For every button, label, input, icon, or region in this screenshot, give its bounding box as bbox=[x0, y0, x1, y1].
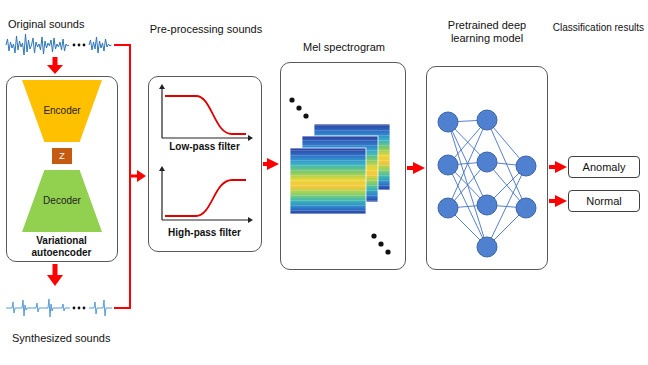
flow-arrow bbox=[53, 264, 58, 276]
result-box: Anomaly bbox=[568, 156, 640, 178]
box-heading: Mel spectrogram bbox=[264, 41, 424, 54]
filter-curve bbox=[165, 96, 246, 134]
waveform bbox=[6, 34, 69, 55]
result-box: Normal bbox=[568, 190, 640, 212]
ellipsis-dot bbox=[83, 307, 86, 310]
ellipsis-dot bbox=[78, 44, 81, 47]
neuron bbox=[438, 198, 458, 218]
ellipsis-dot bbox=[289, 97, 294, 102]
filter-curve bbox=[165, 180, 246, 216]
node-label: High-pass filter bbox=[149, 227, 260, 239]
ellipsis-dot bbox=[83, 44, 86, 47]
node-label: Anomaly bbox=[583, 161, 626, 174]
process-box: Pre-processing soundsLow-pass filterHigh… bbox=[148, 76, 262, 252]
arrow-head bbox=[47, 65, 63, 74]
network-box: Pretrained deep learning model bbox=[426, 66, 548, 270]
arrow-head bbox=[47, 275, 63, 286]
waveform bbox=[6, 299, 70, 317]
ellipsis-dot bbox=[303, 113, 308, 118]
ellipsis-dot bbox=[73, 44, 76, 47]
ellipsis-dot bbox=[385, 249, 390, 254]
decoder-block: Decoder bbox=[22, 170, 102, 232]
ellipsis-dot bbox=[78, 307, 81, 310]
arrow-head bbox=[137, 170, 146, 182]
neuron bbox=[477, 110, 497, 130]
neuron bbox=[477, 152, 497, 172]
node-label: Encoder bbox=[43, 105, 80, 117]
section-label: Synthesized sounds bbox=[12, 332, 110, 345]
axis-head bbox=[248, 135, 253, 141]
flow-arrow bbox=[53, 57, 58, 66]
box-heading: Pre-processing sounds bbox=[129, 23, 283, 36]
ellipsis-dot bbox=[371, 233, 376, 238]
neuron bbox=[477, 237, 497, 257]
flow-arrow bbox=[263, 162, 271, 166]
trapezoid bbox=[22, 80, 102, 142]
axis-head bbox=[159, 166, 165, 171]
neuron bbox=[438, 155, 458, 175]
waveform bbox=[89, 37, 112, 53]
plot-axis bbox=[162, 89, 248, 138]
vae-box: Variational autoencoder EncoderZ Decoder bbox=[6, 76, 118, 262]
flow-arrow bbox=[549, 165, 559, 169]
trapezoid bbox=[22, 170, 102, 232]
spectrogram-box: Mel spectrogram bbox=[280, 62, 406, 270]
node-label: Decoder bbox=[43, 195, 81, 207]
neuron bbox=[438, 112, 458, 132]
network-links bbox=[448, 120, 526, 247]
flow-line bbox=[114, 45, 130, 308]
section-label: Classification results bbox=[553, 22, 644, 34]
flow-arrow bbox=[407, 166, 417, 170]
box-heading: Pretrained deep learning model bbox=[433, 19, 541, 44]
node-label: Normal bbox=[586, 195, 621, 208]
flow-arrow bbox=[130, 175, 138, 178]
encoder-block: Encoder bbox=[22, 80, 102, 142]
axis-head bbox=[159, 84, 165, 89]
ellipsis-dot bbox=[378, 241, 383, 246]
ellipsis-dot bbox=[73, 307, 76, 310]
node-label: Low-pass filter bbox=[149, 141, 260, 153]
flow-arrow bbox=[549, 199, 559, 203]
latent-block: Z bbox=[52, 148, 72, 164]
neuron bbox=[477, 195, 497, 215]
neuron bbox=[516, 198, 536, 218]
spectrogram bbox=[290, 148, 366, 214]
node-label: Z bbox=[59, 151, 65, 161]
waveform bbox=[89, 300, 112, 316]
ellipsis-dot bbox=[296, 105, 301, 110]
plot-axis bbox=[162, 171, 248, 220]
neuron bbox=[516, 156, 536, 176]
node-label: Variational autoencoder bbox=[9, 235, 114, 258]
section-label: Original sounds bbox=[8, 18, 84, 31]
axis-head bbox=[248, 217, 253, 223]
spectrogram-stripes bbox=[290, 148, 366, 214]
